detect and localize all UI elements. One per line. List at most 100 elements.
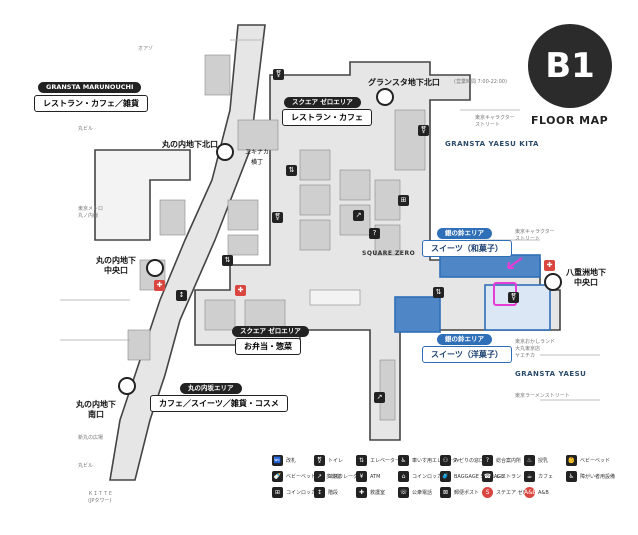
shop-block (227, 234, 259, 256)
info-icon: ? (369, 228, 380, 239)
exit-label-gransta-north[interactable]: グランスタ地下北口 (368, 78, 440, 87)
legend-item: ✚救護室 (356, 487, 385, 499)
legend-item: ☏公衆電話 (398, 487, 432, 499)
label-marubiru: 丸ビル (78, 126, 94, 132)
shop-block (374, 179, 401, 221)
bell-area-north (439, 254, 541, 278)
legend-icon: ¥ (356, 471, 367, 482)
shop-block (379, 359, 396, 421)
exit-label-yaesu-central[interactable]: 八重洲地下 中央口 (566, 268, 606, 287)
exit-label-marunouchi-north[interactable]: 丸の内地下北口 (162, 140, 218, 149)
label-metro: 東京メトロ 丸ノ内線 (78, 206, 104, 219)
legend-icon: ⇅ (356, 455, 367, 466)
stairs-icon: ↕ (176, 290, 187, 301)
zone-area-marunouchi: GRANSTA MARUNOUCHI (38, 82, 142, 93)
legend-icon: 🍼 (272, 471, 283, 482)
legend-label: 公衆電話 (412, 490, 433, 496)
legend-icon: 🚾 (272, 455, 283, 466)
zone-category-bell-north[interactable]: スイーツ（和菓子） (422, 240, 512, 257)
shop-block (299, 184, 331, 216)
legend-label: 障がい者用設備 (580, 474, 616, 480)
legend-item: ¥ATM (356, 471, 380, 483)
legend-label: エスカレーター (328, 474, 364, 480)
legend-item: ↗エスカレーター (314, 471, 363, 483)
legend-label: ベビーベッド (580, 458, 611, 464)
west-wing-upper (94, 149, 191, 241)
floor-badge: B1 (528, 24, 612, 108)
exit-marker-gransta-north (376, 88, 394, 106)
legend-icon: ♿ (398, 455, 409, 466)
label-yaesu-character: 東京キャラクター ストリート (515, 229, 555, 242)
legend-item: ⌂コインロッカー (398, 471, 447, 483)
shop-block (204, 299, 236, 331)
legend-icon: ☎ (482, 471, 493, 482)
floor-map-title: FLOOR MAP (531, 114, 609, 127)
zone-category-bell-south[interactable]: スイーツ（洋菓子） (422, 346, 512, 363)
legend-icon: ↗ (314, 471, 325, 482)
label-yaesu-ichiban: 東京キャラクター ストリート (475, 115, 515, 128)
legend-label: みどりの窓口 (454, 458, 485, 464)
legend-item: ⊠郵便ポスト (440, 487, 479, 499)
zone-category-marunouchi-central[interactable]: カフェ／スイーツ／雑貨・コスメ (150, 395, 288, 412)
exit-marker-marunouchi-south (118, 377, 136, 395)
legend-item: ♿障がい者用設備 (566, 471, 615, 483)
legend-item: ↕階段 (314, 487, 338, 499)
shop-block (227, 199, 259, 231)
legend-item: 👶ベビーベッド (566, 455, 610, 467)
aed-icon: ✚ (154, 280, 165, 291)
label-ramen-street: 東京ラーメンストリート (515, 393, 570, 399)
legend-label: A&B (538, 490, 549, 496)
exit-marker-marunouchi-central (146, 259, 164, 277)
zone-area-square-zero-south: スクエア ゼロエリア (232, 326, 309, 337)
locker-icon: ⊞ (398, 195, 409, 206)
legend-label: ベビーベッドあり多機能 (286, 474, 341, 480)
legend-label: 改札 (286, 458, 297, 464)
zone-category-square-zero-south[interactable]: お弁当・惣菜 (235, 338, 301, 355)
label-shinmaru: 新丸の広場 (78, 435, 104, 441)
legend-icon: ↕ (314, 487, 325, 498)
toilet-icon: ⚧ (418, 125, 429, 136)
label-marubiru-south: 丸ビル (78, 463, 94, 469)
aed-icon: ✚ (544, 260, 555, 271)
map-legend: 🚾改札⚧トイレ⇅エレベーター♿車いす用エレベーター⚇みどりの窓口?総合案内所♨授… (272, 455, 615, 515)
legend-icon: ☏ (398, 487, 409, 498)
legend-item: ⊞コインロッカー (272, 487, 321, 499)
shop-block (159, 199, 186, 236)
shop-block (299, 149, 331, 181)
legend-item: ♨授乳 (524, 455, 548, 467)
legend-icon: ⊠ (440, 487, 451, 498)
zone-category-marunouchi[interactable]: レストラン・カフェ／雑貨 (34, 95, 148, 112)
zone-area-bell-south: 銀の鈴エリア (437, 334, 492, 345)
legend-icon: ? (482, 455, 493, 466)
brand-gransta-yaesu: GRANSTA YAESU (515, 370, 587, 378)
legend-item: ⚧トイレ (314, 455, 343, 467)
shop-block (309, 289, 361, 306)
exit-label-marunouchi-south[interactable]: 丸の内地下 南口 (76, 400, 116, 419)
label-oazo: オアゾ (138, 46, 154, 52)
zone-category-square-zero-north[interactable]: レストラン・カフェ (282, 109, 372, 126)
escalator-icon: ↗ (353, 210, 364, 221)
toilet-icon: ⚧ (508, 292, 519, 303)
legend-label: BAGGAGE STORAGE (454, 474, 505, 480)
shop-block (339, 169, 371, 201)
legend-icon: ⊞ (272, 487, 283, 498)
legend-label: 総合案内所 (496, 458, 522, 464)
zone-area-bell-north: 銀の鈴エリア (437, 228, 492, 239)
elevator-icon: ⇅ (286, 165, 297, 176)
label-gransta-time: (営業時間 7:00-22:00) (454, 79, 507, 85)
exit-label-marunouchi-central[interactable]: 丸の内地下 中央口 (96, 256, 136, 275)
legend-item: 🚾改札 (272, 455, 296, 467)
shop-block (394, 109, 426, 171)
brand-gransta-yaesu-kita: GRANSTA YAESU KITA (445, 140, 539, 148)
exit-markers (118, 88, 562, 395)
legend-label: トイレ (328, 458, 344, 464)
legend-icon: S (482, 487, 493, 498)
label-kitte: ＫＩＴＴＥ (JPタワー) (88, 491, 114, 504)
shop-block (127, 329, 151, 361)
exit-marker-marunouchi-north (216, 143, 234, 161)
legend-item: 🍼ベビーベッドあり多機能 (272, 471, 341, 483)
legend-item: A&BA&B (524, 487, 549, 499)
legend-icon: A&B (524, 487, 537, 498)
legend-label: カフェ (538, 474, 554, 480)
